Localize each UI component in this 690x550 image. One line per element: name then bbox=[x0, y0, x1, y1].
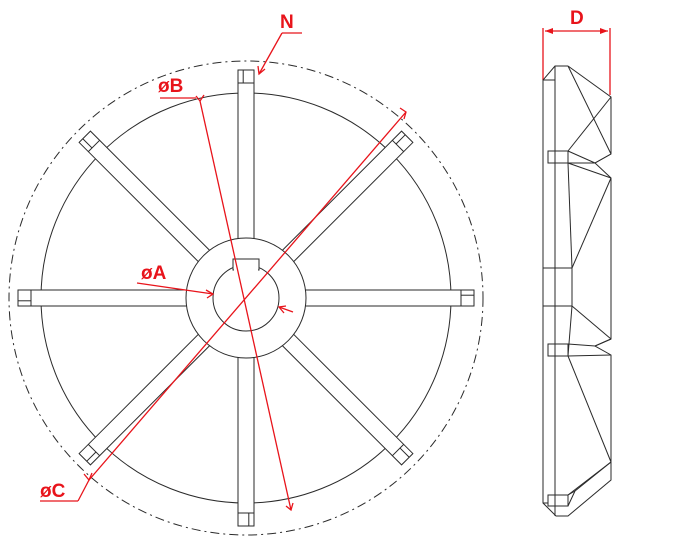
side-hub bbox=[542, 267, 573, 307]
blade-tip-edge bbox=[395, 134, 406, 145]
blade-tip-edge bbox=[86, 451, 97, 462]
label-c: øC bbox=[40, 481, 66, 502]
blade-tip-edge bbox=[399, 447, 410, 458]
blade-tip-line bbox=[87, 139, 100, 152]
blade bbox=[274, 326, 414, 466]
label-b: øB bbox=[158, 76, 183, 97]
blade bbox=[17, 289, 197, 307]
label-n: N bbox=[280, 12, 294, 33]
dim-n-line bbox=[258, 32, 283, 75]
dimension-lines bbox=[40, 32, 407, 512]
blade-tip-edge bbox=[82, 138, 93, 149]
side-view bbox=[542, 28, 612, 517]
dim-a-line bbox=[136, 282, 214, 295]
blade bbox=[78, 326, 218, 466]
blade bbox=[274, 130, 414, 270]
dim-c-line bbox=[88, 111, 407, 481]
blade bbox=[237, 69, 255, 249]
blade-tip-line bbox=[392, 139, 405, 152]
blade-tip-line bbox=[392, 444, 405, 457]
blade bbox=[78, 130, 218, 270]
front-view bbox=[8, 60, 484, 536]
label-a: øA bbox=[141, 263, 167, 284]
label-d: D bbox=[570, 8, 584, 29]
blade bbox=[295, 289, 475, 307]
outer-diameter-circle bbox=[8, 60, 484, 536]
blade-tip-line bbox=[87, 444, 100, 457]
blade-group bbox=[17, 69, 475, 527]
dim-b-line bbox=[199, 100, 292, 511]
blade bbox=[237, 347, 255, 527]
